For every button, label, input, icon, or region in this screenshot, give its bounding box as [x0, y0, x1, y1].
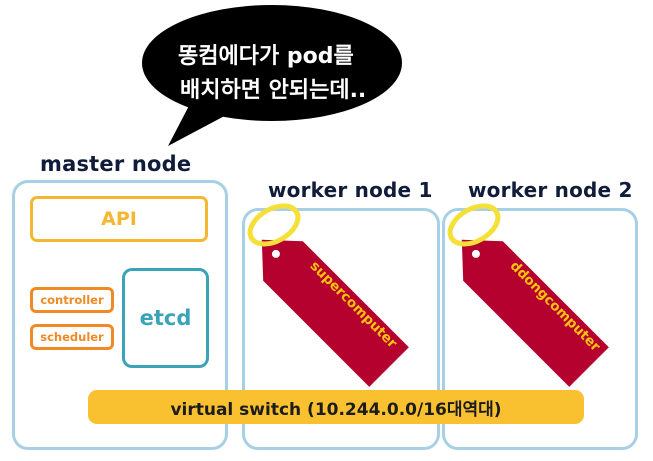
- bubble-line-1: 똥컴에다가 pod를: [178, 44, 354, 69]
- tag-2-ring: [447, 203, 501, 247]
- speech-bubble: [142, 5, 402, 146]
- worker-node-1-title: worker node 1: [268, 178, 433, 202]
- virtual-switch-bar: virtual switch (10.244.0.0/16대역대): [88, 390, 584, 424]
- etcd-box: etcd: [122, 268, 209, 368]
- api-label: API: [101, 208, 137, 230]
- virtual-switch-label: virtual switch (10.244.0.0/16대역대): [170, 399, 502, 420]
- scheduler-label: scheduler: [40, 330, 104, 344]
- label-tag-2: [447, 203, 609, 387]
- scheduler-box: scheduler: [30, 324, 114, 350]
- label-tag-1: [247, 203, 409, 387]
- master-node-title: master node: [40, 152, 192, 176]
- controller-box: controller: [30, 287, 114, 313]
- tag-2-body: [461, 239, 609, 387]
- tag-1-body: [261, 239, 409, 387]
- controller-label: controller: [40, 293, 104, 307]
- bubble-line-2: 배치하면 안되는데..: [180, 78, 367, 103]
- tag-1-hole: [271, 249, 280, 258]
- tag-2-hole: [471, 249, 480, 258]
- tag-1-ring: [247, 203, 301, 247]
- etcd-label: etcd: [139, 306, 192, 330]
- worker-node-2-title: worker node 2: [468, 178, 633, 202]
- api-box: API: [30, 196, 208, 242]
